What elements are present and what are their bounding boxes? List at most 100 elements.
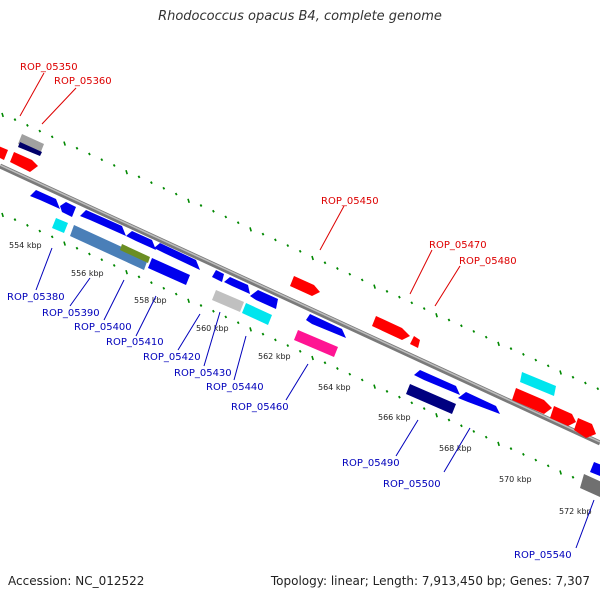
gene-label[interactable]: ROP_05380 — [7, 292, 65, 303]
scale-tick — [398, 395, 401, 399]
scale-tick — [75, 146, 79, 150]
scale-tick — [125, 269, 128, 275]
gene-label[interactable]: ROP_05430 — [174, 368, 232, 379]
gene-label[interactable]: ROP_05470 — [429, 240, 487, 251]
accession-text: Accession: NC_012522 — [8, 574, 145, 588]
label-leader — [409, 249, 433, 295]
gene-label[interactable]: ROP_05400 — [74, 322, 132, 333]
gene-arrow[interactable] — [306, 314, 346, 338]
label-leader — [319, 205, 345, 251]
gene-arrow[interactable] — [212, 270, 224, 282]
kbp-label: 566 kbp — [378, 413, 411, 422]
gene-arrow[interactable] — [458, 392, 500, 414]
scale-tick — [323, 361, 327, 365]
gene-arrow[interactable] — [212, 290, 244, 312]
gene-arrow[interactable] — [410, 336, 420, 348]
scale-tick — [26, 123, 29, 127]
gene-label[interactable]: ROP_05450 — [321, 196, 379, 207]
scale-tick — [224, 215, 228, 219]
gene-arrow[interactable] — [60, 202, 76, 217]
scale-tick — [460, 424, 463, 428]
kbp-label: 554 kbp — [9, 241, 42, 250]
gene-label[interactable]: ROP_05420 — [143, 352, 201, 363]
gene-arrow[interactable] — [406, 384, 456, 414]
scale-tick — [596, 387, 600, 391]
gene-arrow[interactable] — [590, 462, 600, 476]
scale-tick — [435, 413, 438, 418]
label-leader — [395, 419, 419, 457]
gene-arrow[interactable] — [290, 276, 320, 296]
gene-arrow[interactable] — [70, 225, 148, 270]
scale-tick — [236, 321, 240, 325]
scale-tick — [422, 307, 426, 311]
scale-tick — [236, 221, 240, 225]
scale-tick — [509, 347, 513, 351]
gene-arrow[interactable] — [154, 243, 200, 270]
scale-tick — [38, 129, 42, 133]
gene-label[interactable]: ROP_05480 — [459, 256, 517, 267]
gene-label[interactable]: ROP_05540 — [514, 550, 572, 561]
gene-label[interactable]: ROP_05460 — [231, 402, 289, 413]
kbp-label: 572 kbp — [559, 507, 592, 516]
scale-tick — [336, 367, 339, 370]
scale-tick — [298, 249, 302, 253]
gene-arrow[interactable] — [80, 210, 126, 236]
kbp-label: 558 kbp — [134, 296, 167, 305]
scale-tick — [174, 192, 178, 196]
gene-label[interactable]: ROP_05360 — [54, 76, 112, 87]
gene-label[interactable]: ROP_05390 — [42, 308, 100, 319]
scale-tick — [286, 344, 290, 348]
gene-arrow[interactable] — [126, 231, 156, 250]
gene-arrow[interactable] — [52, 218, 68, 233]
scale-tick — [360, 378, 364, 382]
gene-arrow[interactable] — [512, 388, 552, 414]
gene-label[interactable]: ROP_05500 — [383, 479, 441, 490]
gene-arrow[interactable] — [520, 372, 556, 396]
scale-tick — [75, 246, 79, 250]
gene-arrow[interactable] — [224, 277, 250, 294]
scale-tick — [63, 241, 66, 246]
gene-arrow[interactable] — [294, 330, 338, 357]
gene-arrow[interactable] — [372, 316, 410, 340]
gene-arrow[interactable] — [120, 244, 150, 263]
kbp-label: 562 kbp — [258, 352, 291, 361]
forward-genes — [0, 134, 596, 438]
scale-tick — [100, 258, 104, 262]
gene-arrow[interactable] — [18, 134, 44, 154]
gene-label[interactable]: ROP_05410 — [106, 337, 164, 348]
label-leader — [285, 363, 309, 401]
gene-arrow[interactable] — [0, 145, 8, 160]
scale-tick — [162, 186, 166, 190]
scale-tick — [447, 318, 451, 322]
scale-tick — [509, 447, 513, 451]
gene-label[interactable]: ROP_05490 — [342, 458, 400, 469]
scale-tick — [261, 332, 265, 336]
gene-arrow[interactable] — [414, 370, 460, 395]
kbp-label: 568 kbp — [439, 444, 472, 453]
scale-tick — [373, 384, 376, 389]
scale-tick — [125, 169, 128, 175]
gene-arrow[interactable] — [18, 142, 42, 156]
scale-tick — [410, 301, 414, 305]
scale-tick — [261, 232, 265, 236]
gene-arrow[interactable] — [574, 418, 596, 438]
scale-tick — [50, 235, 54, 239]
gene-arrow[interactable] — [30, 190, 60, 209]
scale-tick — [150, 181, 153, 185]
gene-arrow[interactable] — [242, 303, 272, 325]
gene-arrow[interactable] — [10, 152, 38, 172]
scale-tick — [385, 289, 389, 293]
gene-label[interactable]: ROP_05440 — [206, 382, 264, 393]
scale-tick — [26, 223, 29, 227]
gene-label[interactable]: ROP_05350 — [20, 62, 78, 73]
gene-arrow[interactable] — [250, 290, 278, 309]
gene-arrow[interactable] — [550, 406, 576, 426]
reverse-scale-ticks — [1, 212, 600, 491]
gene-arrow[interactable] — [148, 258, 190, 285]
scale-tick — [1, 112, 4, 118]
scale-tick — [447, 418, 451, 422]
scale-tick — [249, 327, 252, 332]
label-leader — [434, 265, 461, 307]
gene-arrow[interactable] — [580, 474, 600, 497]
